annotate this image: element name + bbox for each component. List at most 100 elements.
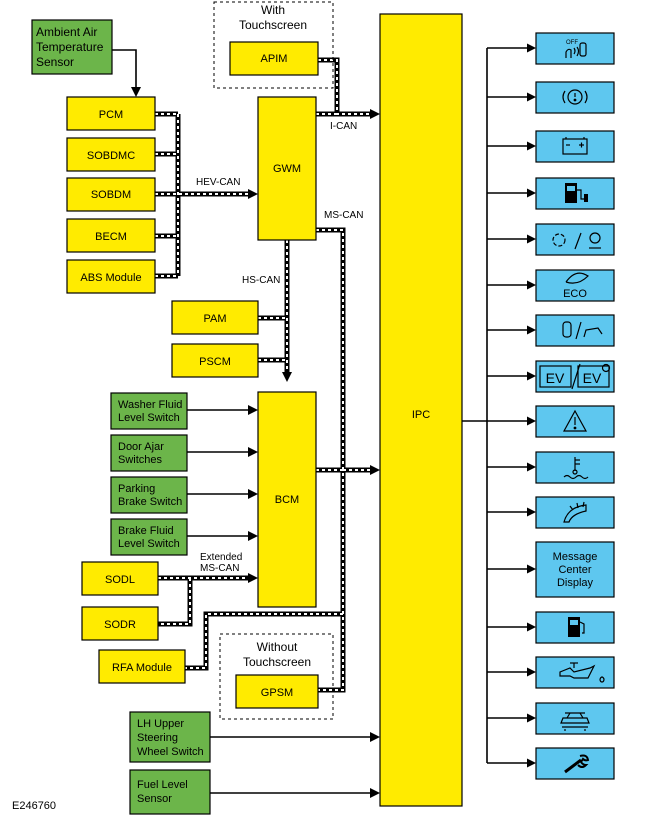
lh-switch-label-1: LH Upper [137, 718, 184, 730]
sobdm-label: SOBDM [91, 189, 131, 201]
coolant-temperature-icon [563, 457, 589, 480]
input-brake-fluid-switch: Brake Fluid Level Switch [110, 518, 188, 556]
ambient-label-3: Sensor [36, 55, 74, 69]
ipc-output-arrowhead [527, 507, 536, 517]
bus-lines [155, 57, 372, 693]
indicator-oil-pressure [535, 656, 615, 689]
module-sodl: SODL [81, 561, 159, 596]
fuel-sensor-label-1: Fuel Level [137, 779, 188, 791]
fuel-sensor-label-2: Sensor [137, 793, 172, 805]
indicator-coolant-temperature [535, 451, 615, 484]
input-fuel-level-sensor: Fuel Level Sensor [129, 769, 211, 815]
module-pcm: PCM [66, 96, 156, 131]
input-washer-fluid-switch: Washer Fluid Level Switch [110, 392, 188, 430]
ambient-label-1: Ambient Air [36, 25, 97, 39]
i-can-bus [316, 57, 372, 117]
with-touchscreen-label-1: With [261, 3, 285, 17]
input-ambient-sensor: Ambient Air Temperature Sensor [31, 19, 113, 75]
ipc-output-arrowhead [527, 564, 536, 574]
input-door-ajar-switches: Door Ajar Switches [110, 434, 188, 472]
pcm-label: PCM [99, 109, 123, 121]
abs-label: ABS Module [80, 272, 141, 284]
parking-label-2: Brake Switch [118, 496, 182, 508]
ipc-output-arrowhead [527, 622, 536, 632]
sodl-label: SODL [105, 574, 135, 586]
indicator-eco: ECO [535, 269, 615, 302]
indicator-ev-mode: EV EV [535, 360, 615, 393]
gwm-label: GWM [273, 163, 301, 175]
fuel-pump-icon [568, 617, 585, 637]
without-touchscreen-group [219, 633, 334, 720]
door-label-2: Switches [118, 454, 163, 466]
indicator-electric-fuel-pump [535, 177, 615, 210]
bus-arrowheads [248, 109, 380, 583]
input-parking-brake-switch: Parking Brake Switch [110, 476, 188, 514]
eco-text: ECO [563, 288, 587, 300]
lh-switch-label-2: Steering [137, 732, 178, 744]
wrench-icon [564, 754, 590, 774]
hs-can-label: HS-CAN [242, 275, 280, 286]
indicator-service-vehicle [535, 702, 615, 735]
module-rfa: RFA Module [98, 649, 186, 684]
without-touchscreen-label-1: Without [257, 640, 298, 654]
with-touchscreen-group [213, 1, 334, 89]
module-becm: BECM [66, 218, 156, 253]
message-center-label-3: Display [557, 577, 594, 589]
module-abs: ABS Module [66, 259, 156, 294]
with-touchscreen-label-2: Touchscreen [239, 18, 307, 32]
pam-label: PAM [203, 313, 226, 325]
indicator-general-warning [535, 405, 615, 438]
apim-label: APIM [261, 53, 288, 65]
indicator-door-ajar [535, 314, 615, 347]
rfa-label: RFA Module [112, 662, 172, 674]
oil-pressure-icon [559, 662, 605, 683]
message-center-label-2: Center [558, 564, 591, 576]
battery-charge-icon [562, 137, 588, 155]
ipc-output-arrowhead [527, 280, 536, 290]
airbag-off-text: OFF [566, 40, 578, 46]
lh-switch-label-3: Wheel Switch [137, 746, 204, 758]
ipc-output-arrowhead [527, 371, 536, 381]
hev-can-label: HEV-CAN [196, 177, 240, 188]
indicator-message-center-display: Message Center Display [535, 541, 615, 598]
electric-fuel-pump-icon [565, 183, 588, 203]
ipc-output-arrowhead [527, 667, 536, 677]
gpsm-label: GPSM [261, 687, 293, 699]
module-sobdmc: SOBDMC [66, 137, 156, 172]
output-wires [462, 43, 536, 768]
extended-ms-can-label-1: Extended [200, 552, 242, 563]
ipc-output-arrowhead [527, 713, 536, 723]
indicator-passenger-airbag-off: OFF [535, 32, 615, 65]
parking-label-1: Parking [118, 483, 155, 495]
ipc-output-arrowhead [527, 325, 536, 335]
indicator-low-fuel [535, 611, 615, 644]
indicator-brake-system [535, 81, 615, 114]
module-gpsm: GPSM [235, 674, 319, 709]
ipc-output-arrowhead [527, 43, 536, 53]
indicator-steering-assist [535, 223, 615, 256]
module-apim: APIM [229, 41, 319, 76]
eco-leaf-icon [565, 272, 589, 284]
ipc-output-arrowhead [527, 188, 536, 198]
module-sobdm: SOBDM [66, 177, 156, 212]
washer-label-2: Level Switch [118, 412, 180, 424]
hs-can-bus [258, 240, 290, 372]
without-touchscreen-label-2: Touchscreen [243, 655, 311, 669]
module-ipc: IPC [379, 13, 463, 807]
indicator-washer-fluid [535, 496, 615, 529]
ambient-label-2: Temperature [36, 40, 104, 54]
becm-label: BECM [95, 231, 127, 243]
door-ajar-icon [562, 321, 603, 340]
ipc-output-arrowhead [527, 758, 536, 768]
service-vehicle-icon [560, 712, 590, 731]
passenger-airbag-off-icon [565, 42, 587, 58]
input-lh-steering-switch: LH Upper Steering Wheel Switch [129, 711, 211, 763]
steering-assist-icon [552, 232, 601, 250]
indicator-battery-charge [535, 130, 615, 163]
indicator-wrench [535, 747, 615, 780]
ipc-output-arrowhead [527, 462, 536, 472]
washer-label-1: Washer Fluid [118, 399, 182, 411]
ipc-output-arrowhead [527, 141, 536, 151]
ms-can-label: MS-CAN [324, 210, 363, 221]
module-bcm: BCM [257, 391, 317, 608]
